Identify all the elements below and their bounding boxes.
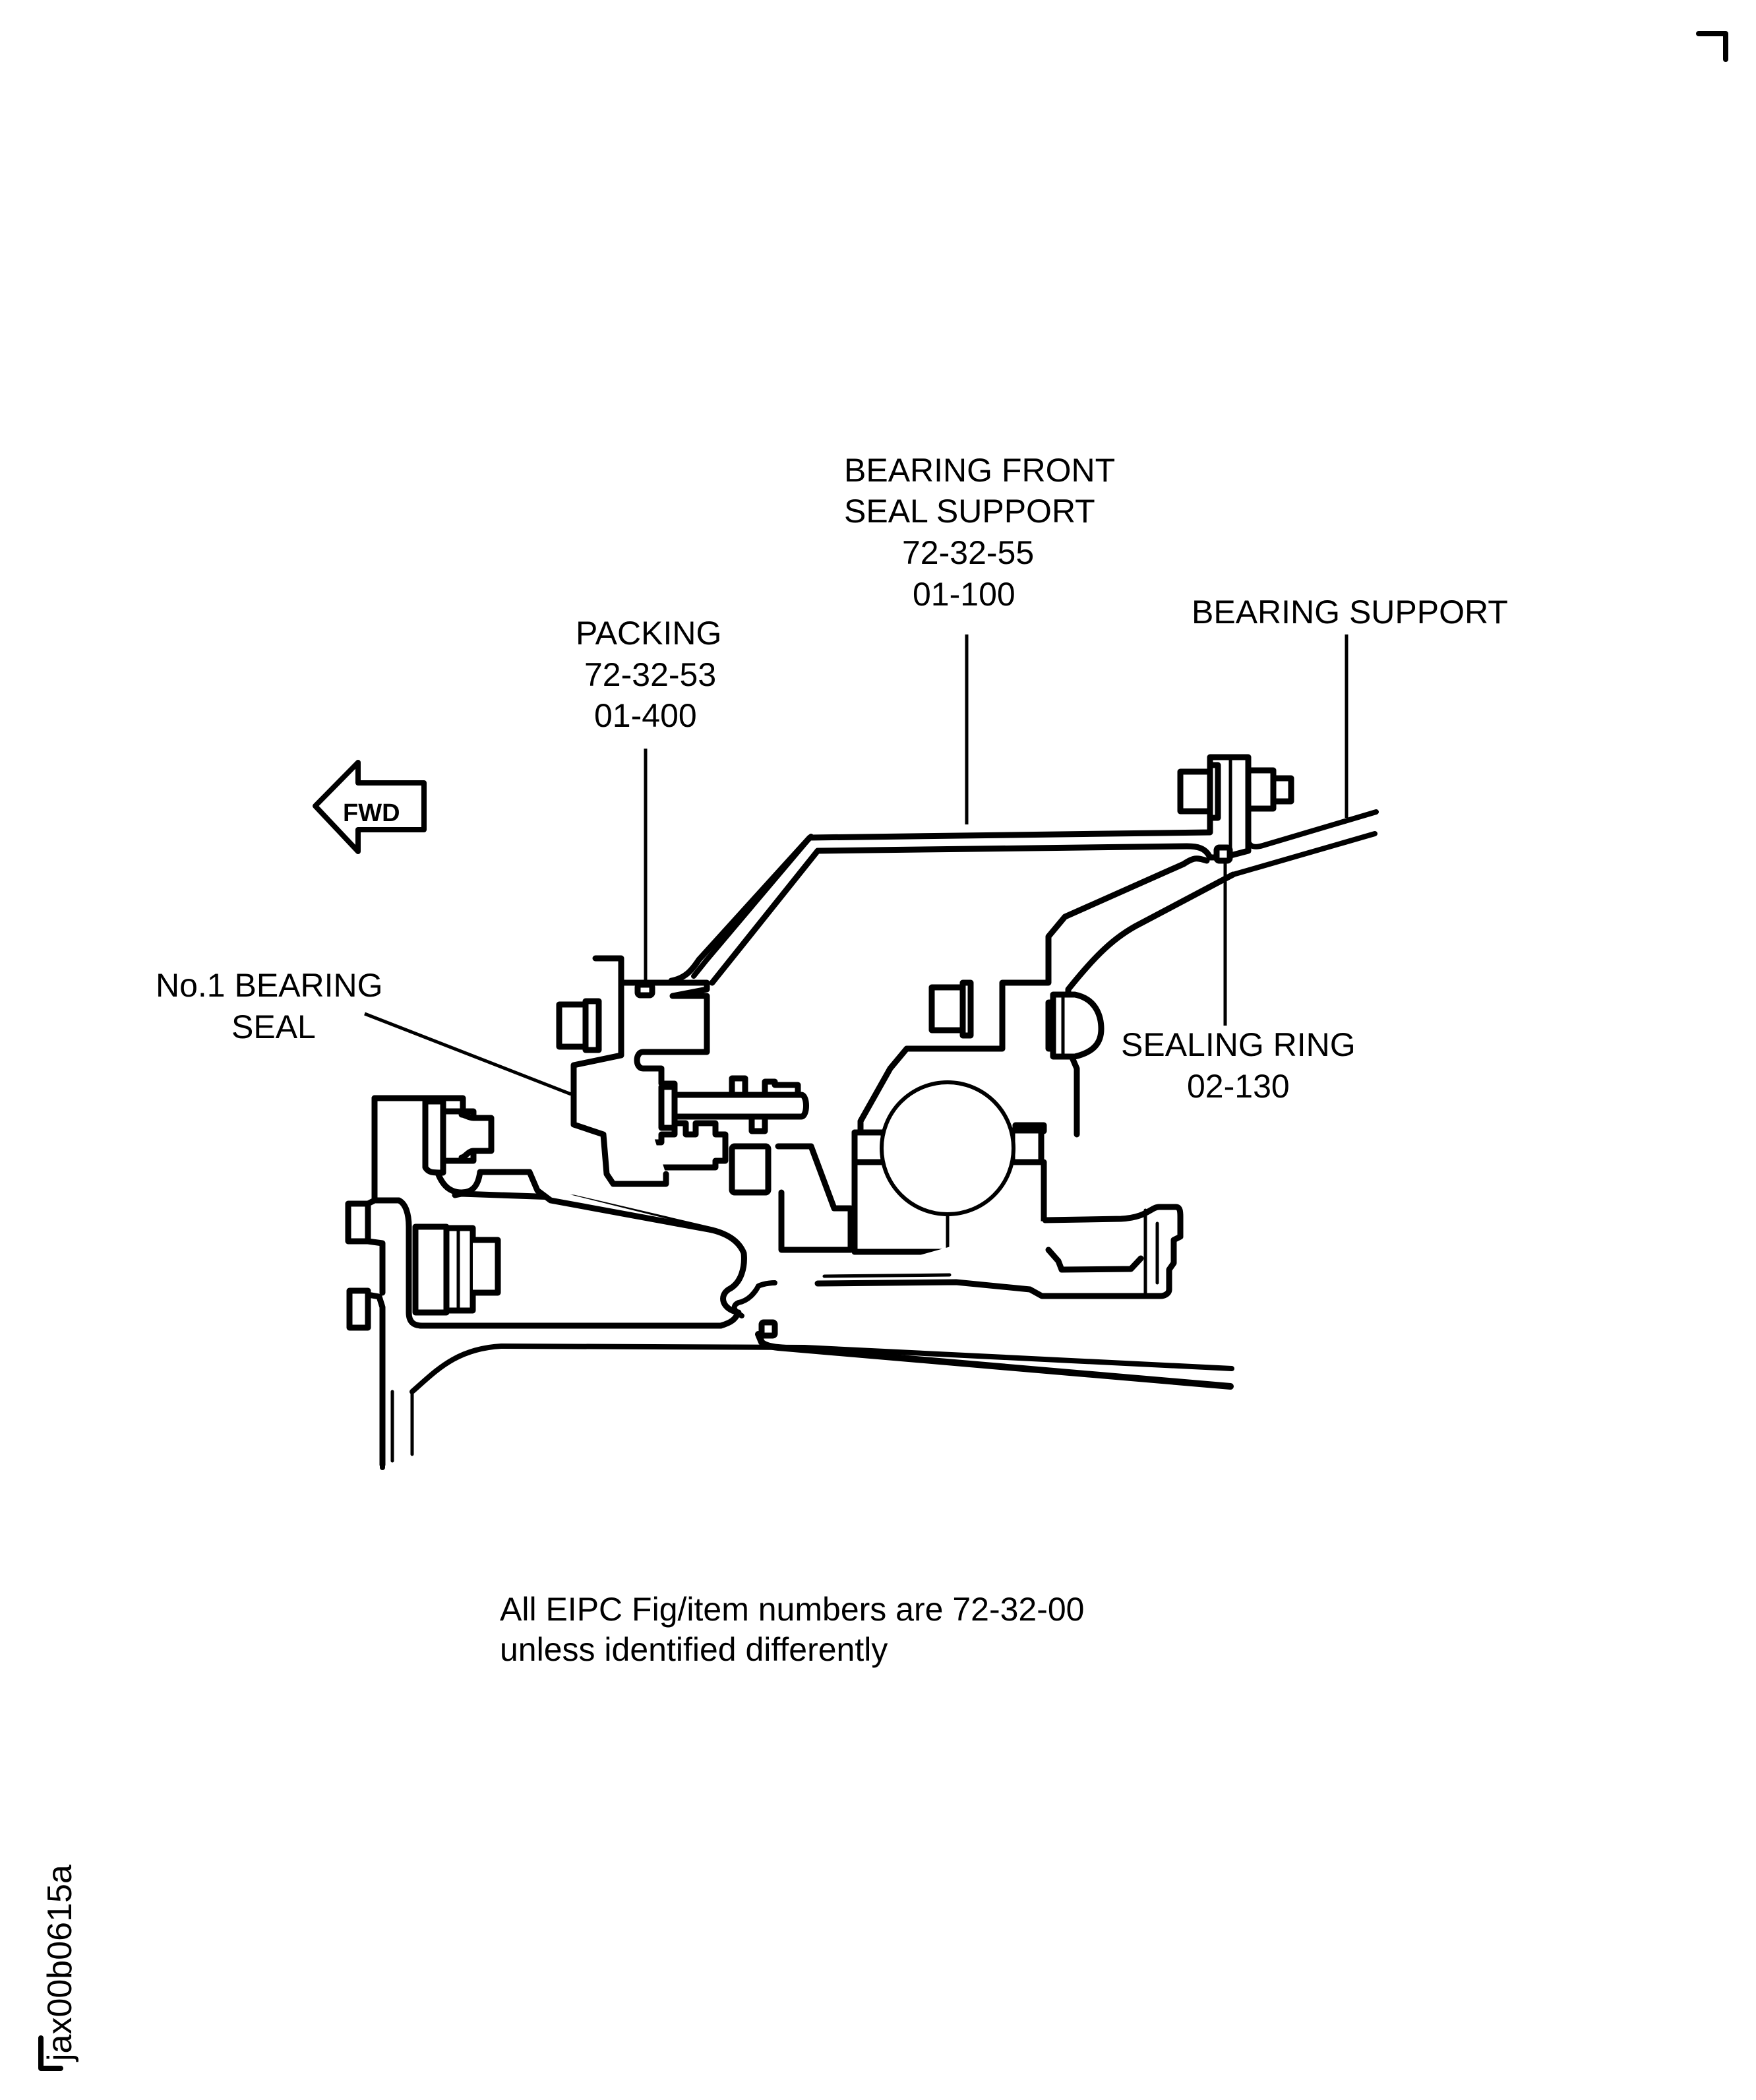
callout-no1-bearing-seal: No.1 BEARING SEAL	[156, 967, 383, 1045]
svg-text:72-32-55: 72-32-55	[902, 534, 1034, 571]
svg-text:SEAL: SEAL	[231, 1008, 316, 1045]
bearing-housing	[857, 855, 1236, 1138]
housing-bolt	[928, 979, 1105, 1060]
svg-text:02-130: 02-130	[1187, 1068, 1290, 1105]
hub-bolt-upper	[422, 1098, 495, 1176]
svg-text:72-32-53: 72-32-53	[584, 656, 716, 693]
flange-bolt-top	[1177, 757, 1294, 859]
svg-text:BEARING FRONT: BEARING FRONT	[844, 452, 1115, 489]
figure-id: jax00b0615a	[41, 1865, 79, 2062]
callout-bearing-front-seal-support: BEARING FRONT SEAL SUPPORT 72-32-55 01-1…	[844, 452, 1115, 613]
svg-text:PACKING: PACKING	[576, 615, 721, 652]
callout-packing: PACKING 72-32-53 01-400	[576, 615, 721, 734]
svg-text:unless identified differently: unless identified differently	[500, 1631, 888, 1668]
svg-text:SEAL SUPPORT: SEAL SUPPORT	[844, 493, 1095, 530]
packing-o-ring	[634, 981, 655, 999]
callout-sealing-ring: SEALING RING 02-130	[1121, 1026, 1356, 1105]
svg-text:No.1 BEARING: No.1 BEARING	[156, 967, 383, 1004]
svg-text:All EIPC Fig/item numbers are: All EIPC Fig/item numbers are 72-32-00	[500, 1591, 1084, 1628]
leader-no1-bearing-seal	[364, 1012, 572, 1096]
bearing-roller	[880, 1080, 1015, 1216]
sealing-ring	[1213, 844, 1233, 864]
crop-mark-bottom-left	[38, 2035, 63, 2071]
fwd-arrow-icon: FWD	[313, 760, 427, 854]
no1-bearing-seal	[556, 955, 854, 1253]
svg-text:SEALING RING: SEALING RING	[1121, 1026, 1356, 1063]
crop-mark-top-right	[1696, 31, 1728, 62]
hub-bolt-lower	[412, 1223, 501, 1316]
svg-text:01-100: 01-100	[913, 576, 1015, 613]
svg-text:01-400: 01-400	[594, 697, 697, 734]
fan-shaft-cone	[409, 1343, 1234, 1394]
callout-bearing-support: BEARING SUPPORT	[1192, 594, 1508, 631]
svg-text:BEARING SUPPORT: BEARING SUPPORT	[1192, 594, 1508, 631]
eipc-note: All EIPC Fig/item numbers are 72-32-00 u…	[500, 1591, 1084, 1668]
fwd-label: FWD	[343, 799, 400, 827]
bearing-support	[1246, 809, 1379, 849]
